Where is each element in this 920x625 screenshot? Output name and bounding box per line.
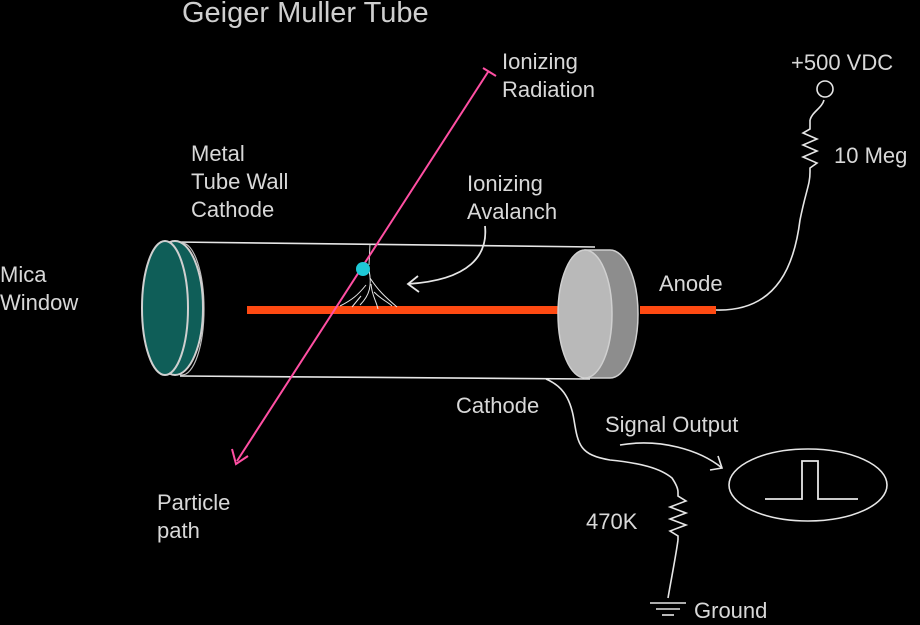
resistor-10meg-label: 10 Meg: [834, 143, 908, 168]
ionization-event-dot: [356, 262, 370, 276]
avalanche-arrow: [406, 225, 487, 293]
mica-window-label: Mica Window: [0, 262, 79, 315]
anode-label: Anode: [659, 271, 723, 296]
signal-output-label: Signal Output: [605, 412, 739, 437]
ground-wire: [545, 378, 689, 599]
voltage-label: +500 VDC: [791, 50, 894, 75]
metal-tube-wall-label: Metal Tube Wall Cathode: [191, 141, 289, 222]
ionizing-avalanche-trails: [339, 243, 398, 310]
signal-arrow: [619, 442, 724, 471]
pulse-waveform: [765, 460, 858, 500]
cathode-label: Cathode: [456, 393, 540, 418]
ground-icon: [650, 602, 686, 616]
particle-path-label: Particle path: [157, 490, 231, 543]
signal-output-display: [728, 448, 888, 522]
resistor-470k-label: 470K: [586, 509, 638, 534]
ground-label: Ground: [694, 598, 768, 623]
voltage-terminal: [816, 80, 834, 98]
high-voltage-wire: [715, 99, 825, 311]
diagram-title: Geiger Muller Tube: [182, 0, 429, 29]
mica-window-disc: [141, 240, 204, 376]
ionizing-avalanche-label: Ionizing Avalanch: [467, 171, 558, 224]
ionizing-radiation-label: Ionizing Radiation: [502, 49, 595, 102]
end-cap: [557, 249, 639, 379]
